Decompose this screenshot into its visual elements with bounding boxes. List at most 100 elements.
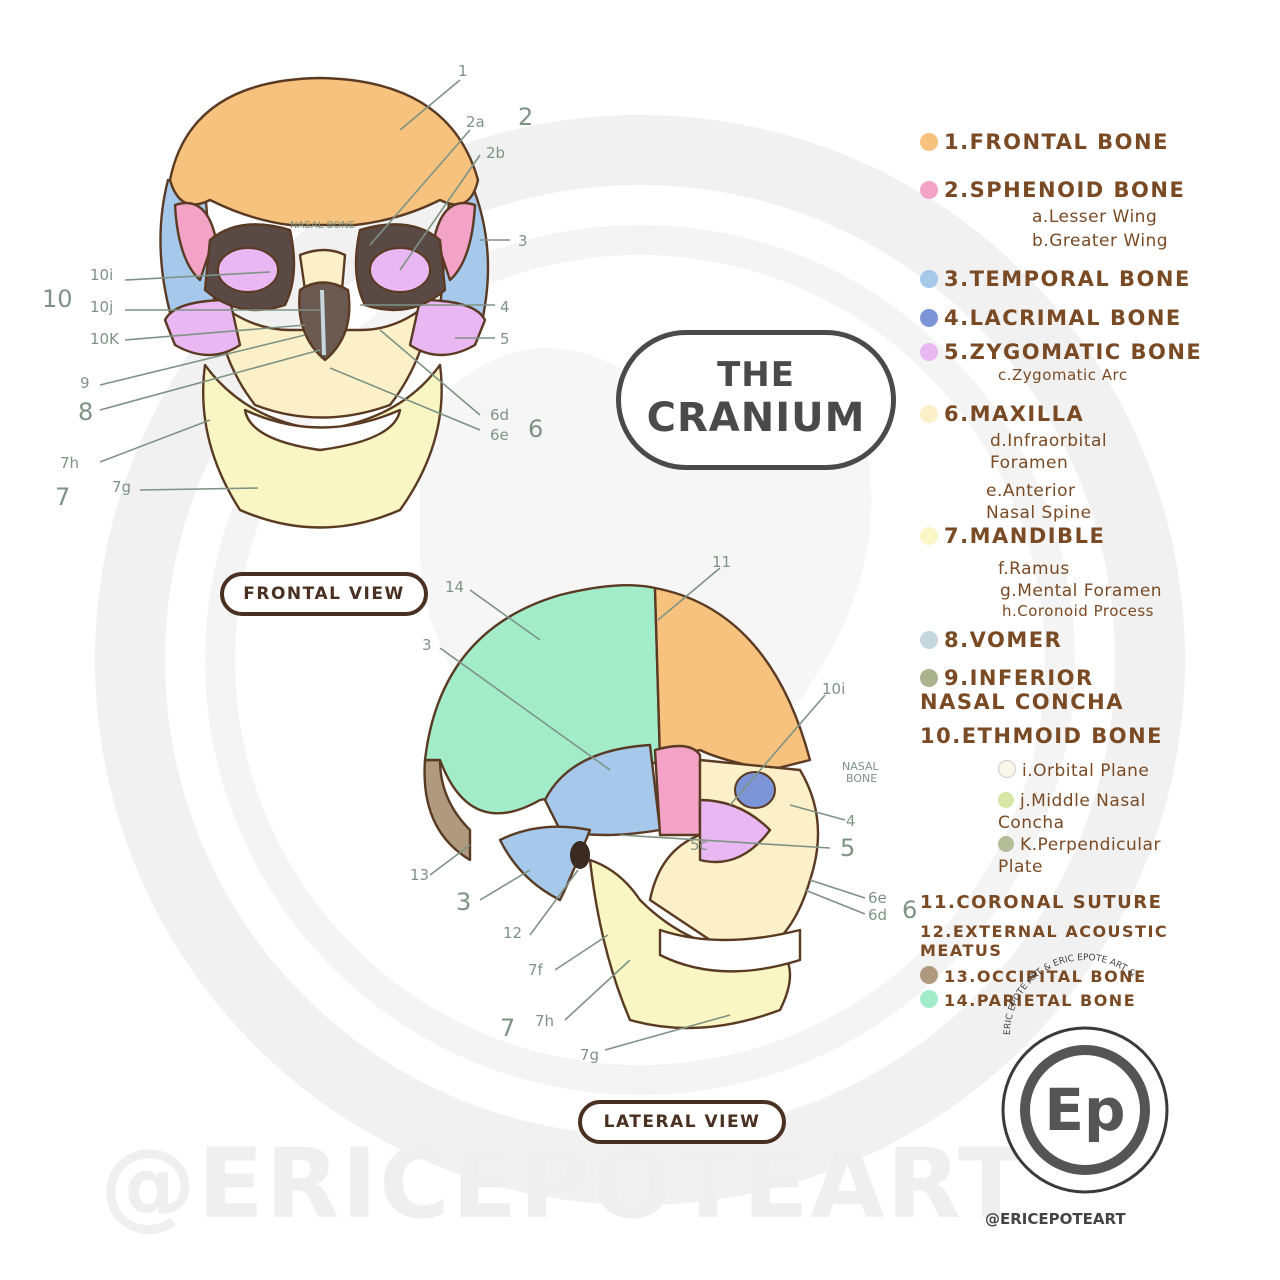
lateral-teeth (658, 928, 802, 973)
frontal-label-7g: 7g (112, 478, 131, 496)
frontal-zygomatic-right (408, 298, 487, 357)
frontal-sphenoid-left (173, 201, 217, 282)
lateral-label-6e: 6e (868, 889, 887, 907)
logo-mark: Ep (1044, 1076, 1125, 1144)
legend-item-4: 4.LACRIMAL BONE (920, 306, 1182, 330)
lateral-label-7h: 7h (535, 1012, 554, 1030)
legend-item-12: 12.EXTERNAL ACOUSTIC MEATUS (920, 922, 1169, 960)
frontal-label-2a: 2a (466, 113, 485, 131)
frontal-label-7h: 7h (60, 454, 79, 472)
legend-item-11: 11.CORONAL SUTURE (920, 892, 1163, 913)
legend-sub-10i: i.Orbital Plane (998, 760, 1149, 782)
lateral-label-12: 12 (503, 924, 522, 942)
frontal-label-10: 10 (42, 285, 73, 313)
title-line-1: THE (717, 355, 795, 395)
frontal-orbit-inner-left (217, 247, 279, 293)
lateral-label-10i: 10i (822, 680, 845, 698)
frontal-label-nasal-bone: NASAL BONE (290, 220, 355, 231)
frontal-label-6d: 6d (490, 406, 509, 424)
legend-item-7: 7.MANDIBLE (920, 524, 1105, 548)
legend-item-8: 8.VOMER (920, 628, 1062, 652)
frontal-label-9: 9 (80, 374, 90, 392)
legend-sub-7g: g.Mental Foramen (1000, 581, 1163, 601)
frontal-zygomatic-left (163, 298, 242, 357)
lateral-label-11: 11 (712, 553, 731, 571)
legend-item-5: 5.ZYGOMATIC BONE (920, 340, 1202, 364)
legend-sub-6e: e.Anterior Nasal Spine (986, 481, 1092, 523)
frontal-nasal-bone (298, 248, 347, 292)
legend-item-3: 3.TEMPORAL BONE (920, 267, 1191, 291)
lateral-frontal (653, 586, 812, 772)
frontal-label-6: 6 (528, 415, 543, 443)
legend-sub-2b: b.Greater Wing (1032, 231, 1169, 251)
logo-handle: @ERICEPOTEART (985, 1210, 1126, 1228)
legend-item-9: 9.INFERIOR NASAL CONCHA (920, 666, 1124, 714)
legend-swatch-1 (920, 133, 938, 151)
legend-item-2: 2.SPHENOID BONE (920, 178, 1185, 202)
legend-sub-7h: h.Coronoid Process (1002, 602, 1154, 620)
lateral-label-7f: 7f (528, 961, 544, 979)
frontal-vomer (320, 289, 326, 356)
legend-item-14: 14.PARIETAL BONE (920, 990, 1136, 1010)
legend-swatch-9 (920, 669, 938, 687)
lateral-label-5: 5 (840, 834, 855, 862)
lateral-label-3-lower: 3 (456, 888, 471, 916)
lateral-label-nasal: NASAL (842, 760, 879, 773)
frontal-label-4: 4 (500, 298, 510, 316)
lateral-label-5c: 5c (690, 836, 708, 854)
legend-sub-10j: j.Middle Nasal Concha (998, 791, 1146, 833)
legend-sub-2a: a.Lesser Wing (1032, 207, 1158, 227)
lateral-label-7g: 7g (580, 1046, 599, 1064)
legend-swatch-2 (920, 181, 938, 199)
legend-swatch-3 (920, 270, 938, 288)
frontal-label-10i: 10i (90, 266, 113, 284)
frontal-sphenoid-right (433, 201, 477, 282)
legend-swatch-6 (920, 405, 938, 423)
legend-swatch-8 (920, 631, 938, 649)
legend-swatch-10k (998, 836, 1014, 852)
lateral-label-bone: BONE (846, 772, 877, 785)
lateral-label-7: 7 (500, 1014, 515, 1042)
legend-swatch-10i (998, 760, 1016, 778)
lateral-lacrimal (734, 771, 776, 809)
legend-swatch-14 (920, 990, 938, 1008)
legend-sub-5c: c.Zygomatic Arc (998, 366, 1128, 384)
legend-swatch-10j (998, 792, 1014, 808)
lateral-label-3-upper: 3 (422, 636, 432, 654)
legend-item-13: 13.OCCIPITAL BONE (920, 966, 1147, 986)
logo-ring-text: ERIC EPOTE ART & ERIC EPOTE ART & (1003, 953, 1137, 1035)
frontal-label-2b: 2b (486, 144, 505, 162)
title-badge: THE CRANIUM (616, 330, 896, 470)
legend-item-10: 10.ETHMOID BONE (920, 724, 1164, 748)
legend-sub-10k: K.Perpendicular Plate (998, 835, 1161, 877)
lateral-label-13: 13 (410, 866, 429, 884)
legend-sub-6d: d.Infraorbital Foramen (990, 431, 1108, 473)
legend-item-6: 6.MAXILLA (920, 402, 1084, 426)
lateral-view-label: LATERAL VIEW (578, 1100, 786, 1144)
frontal-label-6e: 6e (490, 426, 509, 444)
frontal-label-1: 1 (458, 62, 468, 80)
lateral-label-4: 4 (846, 812, 856, 830)
lateral-zygomatic (698, 798, 772, 864)
legend-swatch-5 (920, 343, 938, 361)
legend-item-1: 1.FRONTAL BONE (920, 130, 1169, 154)
lateral-skull (423, 584, 820, 1030)
frontal-skull (159, 76, 490, 529)
logo-inner (1020, 1045, 1150, 1175)
legend-swatch-4 (920, 309, 938, 327)
frontal-label-7: 7 (55, 483, 70, 511)
frontal-label-2: 2 (518, 103, 533, 131)
frontal-label-10k: 10K (90, 330, 120, 348)
frontal-label-10j: 10j (90, 298, 113, 316)
frontal-label-3: 3 (518, 232, 528, 250)
watermark-ring-inner (205, 225, 1075, 1095)
legend-sub-7f: f.Ramus (998, 559, 1070, 579)
lateral-label-6d: 6d (868, 906, 887, 924)
legend-swatch-13 (920, 966, 938, 984)
lateral-occipital (423, 758, 472, 862)
